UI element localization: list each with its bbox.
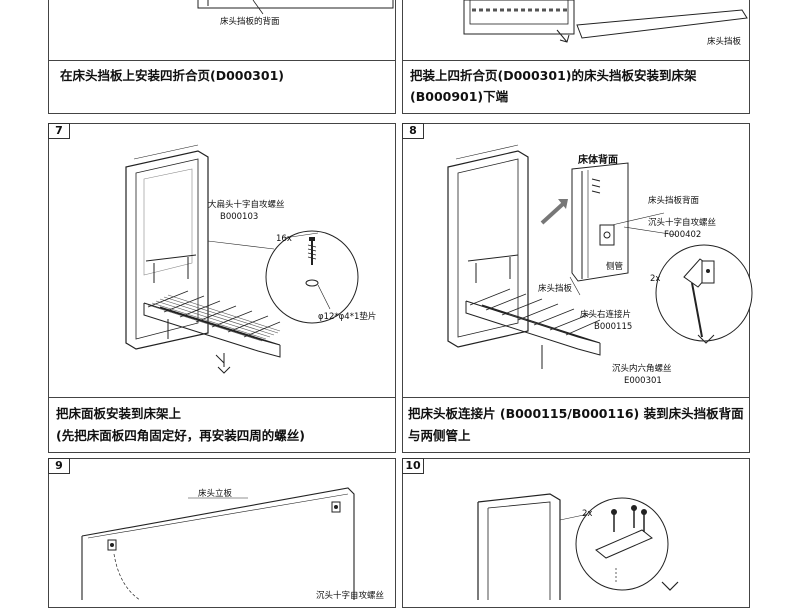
step-8-number: 8 <box>402 123 424 139</box>
step-8-label-side-tube: 侧管 <box>606 261 623 272</box>
step-7-caption-line-2: (先把床面板四角固定好，再安装四周的螺丝) <box>56 428 305 443</box>
step-6-label-part: 床头挡板 <box>707 36 742 47</box>
step-8-caption-line-2: 与两侧管上 <box>408 428 471 443</box>
step-6-divider <box>402 60 750 61</box>
step-9-number: 9 <box>48 458 70 474</box>
step-7-number: 7 <box>48 123 70 139</box>
step-9-panel <box>48 458 396 608</box>
step-5-label-part: 床头挡板的背面 <box>220 16 280 27</box>
step-8-label-hex-screw: 沉头内六角螺丝 <box>612 363 672 374</box>
step-8-illustration: 床体背面 床头挡板背面 沉头十字自攻螺丝 F000402 侧管 床头挡板 床头右… <box>447 144 753 386</box>
step-8-label-screw-code: F000402 <box>664 230 701 240</box>
step-10-label-qty: 2x <box>582 509 592 519</box>
step-8-label-headboard-back: 床头挡板背面 <box>648 195 700 206</box>
step-9-label-part: 床头立板 <box>198 488 233 499</box>
step-8-label-qty: 2x <box>650 274 660 284</box>
step-8-label-bed-back: 床体背面 <box>578 153 618 166</box>
step-8-label-bracket-right: 床头右连接片 <box>580 309 631 320</box>
step-10-illustration: 2x <box>477 493 679 600</box>
step-5-divider <box>48 60 396 61</box>
step-6-caption-line-2: (B000901)下端 <box>410 89 509 104</box>
step-7-illustration: 大扁头十字自攻螺丝 B000103 16x φ12*φ4*1垫片 <box>125 144 376 374</box>
step-5-panel <box>48 0 396 114</box>
step-6-illustration: 床头挡板 <box>463 0 748 47</box>
step-7-label-screw-qty: 16x <box>276 234 292 244</box>
step-7-label-washer: φ12*φ4*1垫片 <box>318 311 376 322</box>
step-8-caption-line-1: 把床头板连接片 (B000115/B000116) 装到床头挡板背面 <box>408 406 744 421</box>
step-10-panel <box>402 458 750 608</box>
step-5-illustration: 床头挡板的背面 <box>197 0 394 27</box>
step-6-caption-line-1: 把装上四折合页(D000301)的床头挡板安装到床架 <box>410 68 697 83</box>
step-5-caption-line-1: 在床头挡板上安装四折合页(D000301) <box>60 68 284 83</box>
step-7-caption-line-1: 把床面板安装到床架上 <box>56 406 182 421</box>
step-8-label-headboard: 床头挡板 <box>538 283 573 294</box>
step-7-divider <box>48 397 396 398</box>
step-8-label-countersunk-screw: 沉头十字自攻螺丝 <box>648 217 717 228</box>
step-6-panel <box>402 0 750 114</box>
step-8-divider <box>402 397 750 398</box>
step-9-illustration: 床头立板 沉头十字自攻螺丝 <box>81 487 385 601</box>
step-8-label-bracket-code: B000115 <box>594 322 632 332</box>
step-7-label-screw-code: B000103 <box>220 212 258 222</box>
step-7-label-screw-name: 大扁头十字自攻螺丝 <box>208 199 285 210</box>
step-10-number: 10 <box>402 458 424 474</box>
step-9-label-screw: 沉头十字自攻螺丝 <box>316 590 385 601</box>
step-8-label-hex-code: E000301 <box>624 376 662 386</box>
